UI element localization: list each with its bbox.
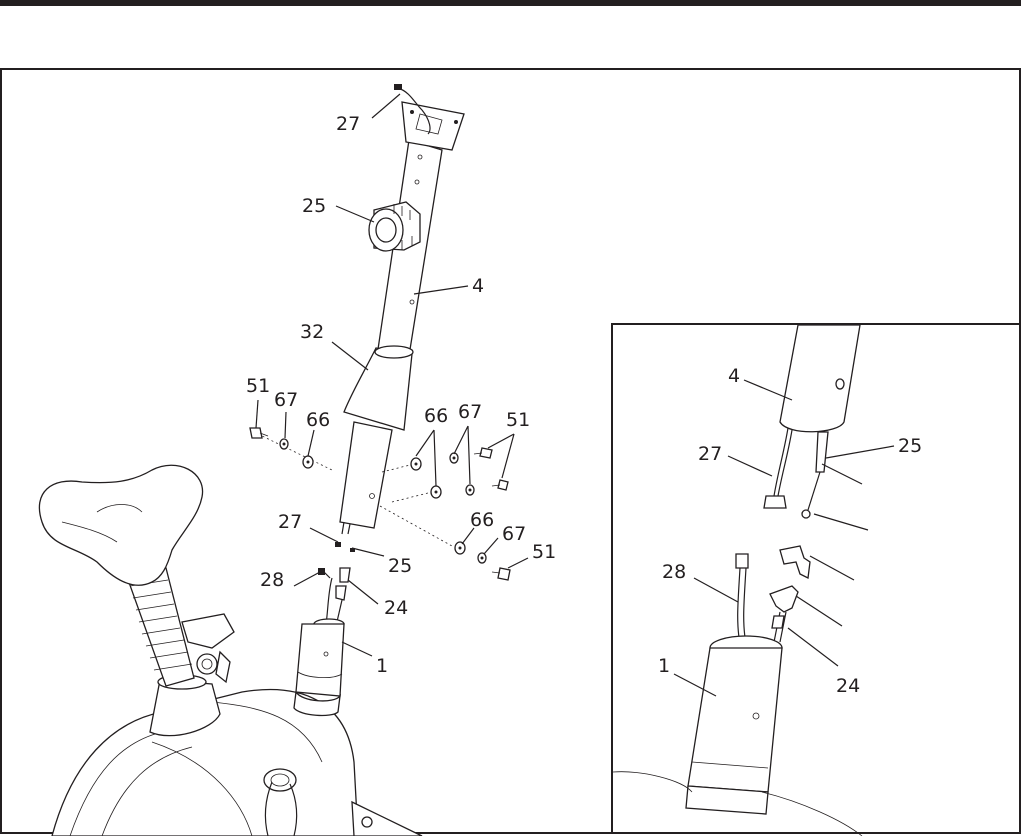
detail-upright-tube — [779, 324, 861, 433]
bike-frame-body — [51, 688, 423, 836]
detail-clip-24 — [769, 545, 811, 643]
detail-callout-1: 1 — [658, 655, 670, 677]
callout-66-lower: 66 — [470, 509, 494, 531]
callouts-inset: 4 27 25 28 1 24 — [658, 365, 922, 697]
detail-frame-post — [612, 635, 863, 836]
hardware-lower-set — [379, 505, 511, 581]
exploded-view-drawing: 27 25 4 32 51 67 66 66 67 51 27 25 28 24… — [38, 84, 556, 836]
callout-66-right: 66 — [424, 405, 448, 427]
main-diagram-frame: 27 25 4 32 51 67 66 66 67 51 27 25 28 24… — [0, 68, 1021, 836]
top-rule — [0, 0, 1021, 6]
detail-inset: 4 27 25 28 1 24 — [611, 323, 1021, 836]
console-wire-top — [394, 84, 431, 135]
detail-callout-24: 24 — [836, 675, 860, 697]
detail-wire-28 — [735, 553, 749, 645]
lower-connectors — [318, 542, 355, 627]
hardware-right-set — [381, 447, 509, 503]
callout-27-lower-wire: 27 — [278, 511, 302, 533]
callout-4-upright: 4 — [472, 275, 484, 297]
tension-knob — [368, 201, 421, 252]
seat — [38, 464, 204, 586]
callout-67-lower: 67 — [502, 523, 526, 545]
callouts-main: 27 25 4 32 51 67 66 66 67 51 27 25 28 24… — [246, 113, 556, 677]
detail-cable-25 — [801, 431, 829, 519]
seat-adjust-knob — [181, 613, 235, 684]
callout-67-right: 67 — [458, 401, 482, 423]
callout-51-right: 51 — [506, 409, 530, 431]
callout-25-tension-knob: 25 — [302, 195, 326, 217]
callout-27-console-wire: 27 — [336, 113, 360, 135]
callout-51-lower: 51 — [532, 541, 556, 563]
detail-callout-25: 25 — [898, 435, 922, 457]
callout-1-frame-post: 1 — [376, 655, 388, 677]
hardware-left-set — [249, 427, 333, 471]
callout-66-left: 66 — [306, 409, 330, 431]
callout-32-shroud: 32 — [300, 321, 324, 343]
detail-wire-27 — [763, 427, 793, 509]
frame-post — [293, 618, 345, 717]
detail-callout-4: 4 — [728, 365, 740, 387]
lower-upright-tube — [339, 421, 393, 535]
callout-25-lower-cable: 25 — [388, 555, 412, 577]
callout-24-cable: 24 — [384, 597, 408, 619]
callout-51-left: 51 — [246, 375, 270, 397]
detail-callout-27: 27 — [698, 443, 722, 465]
callout-28-wire: 28 — [260, 569, 284, 591]
detail-drawing: 4 27 25 28 1 24 — [612, 324, 922, 836]
console-mount-plate — [401, 101, 465, 151]
leader-lines-main — [255, 93, 529, 657]
leader-lines-inset — [673, 379, 895, 697]
detail-callout-28: 28 — [662, 561, 686, 583]
callout-67-left: 67 — [274, 389, 298, 411]
mast-shroud — [343, 345, 414, 431]
